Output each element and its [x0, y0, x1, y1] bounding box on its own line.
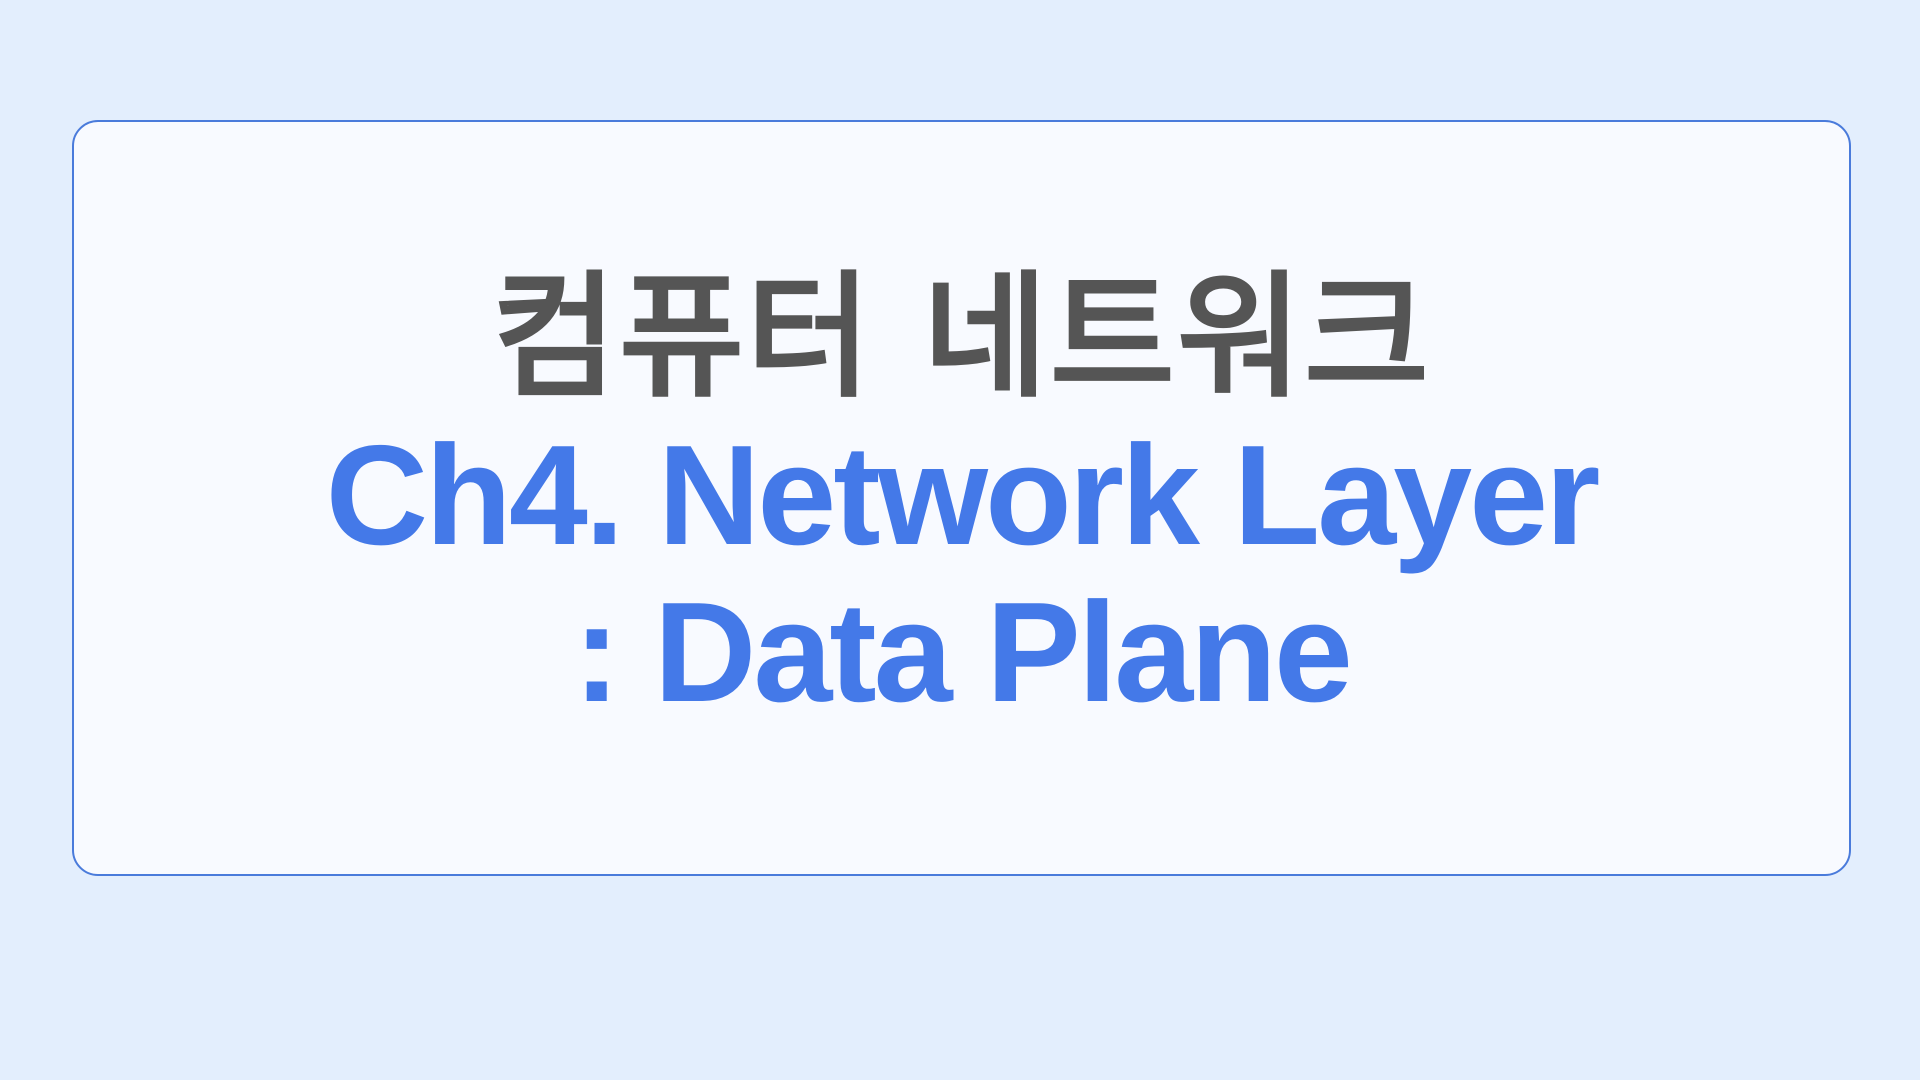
chapter-subtitle: : Data Plane	[573, 572, 1353, 732]
course-title: 컴퓨터 네트워크	[491, 258, 1432, 417]
title-card: 컴퓨터 네트워크 Ch4. Network Layer : Data Plane	[72, 120, 1851, 876]
title-block: 컴퓨터 네트워크 Ch4. Network Layer : Data Plane	[74, 122, 1849, 874]
chapter-title: Ch4. Network Layer	[325, 415, 1601, 575]
